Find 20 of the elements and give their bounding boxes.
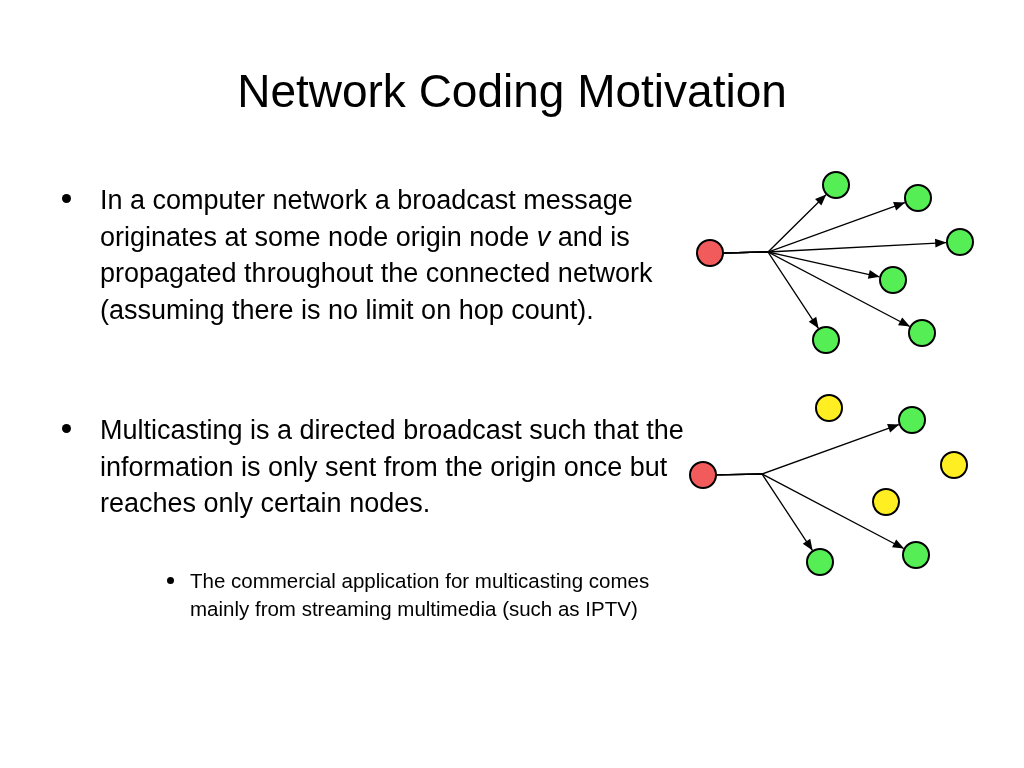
node-circle <box>940 451 968 479</box>
node-circle <box>946 228 974 256</box>
node-circle <box>902 541 930 569</box>
node-circle <box>806 548 834 576</box>
slide-title: Network Coding Motivation <box>236 64 788 118</box>
node-circle <box>822 171 850 199</box>
node-circle <box>879 266 907 294</box>
node-circle <box>812 326 840 354</box>
sub-bullet-text: The commercial application for multicasting comes mainly from streaming multimedia (such as IPTV) <box>190 568 651 622</box>
node-circle <box>815 394 843 422</box>
arrow <box>716 473 813 551</box>
node-circle <box>908 319 936 347</box>
bullet-text: In a computer network a broadcast message originates at some node origin node v and is propagated throughout the connected network (assuming there is no limit on hop count). <box>100 184 654 328</box>
arrow <box>723 251 819 329</box>
node-circle <box>904 184 932 212</box>
bullet-text: Multicasting is a directed broadcast such that the information is only sent from the origin once but reaches only certain nodes. <box>100 414 685 521</box>
node-circle <box>898 406 926 434</box>
node-circle <box>872 488 900 516</box>
node-circle <box>689 461 717 489</box>
node-circle <box>696 239 724 267</box>
